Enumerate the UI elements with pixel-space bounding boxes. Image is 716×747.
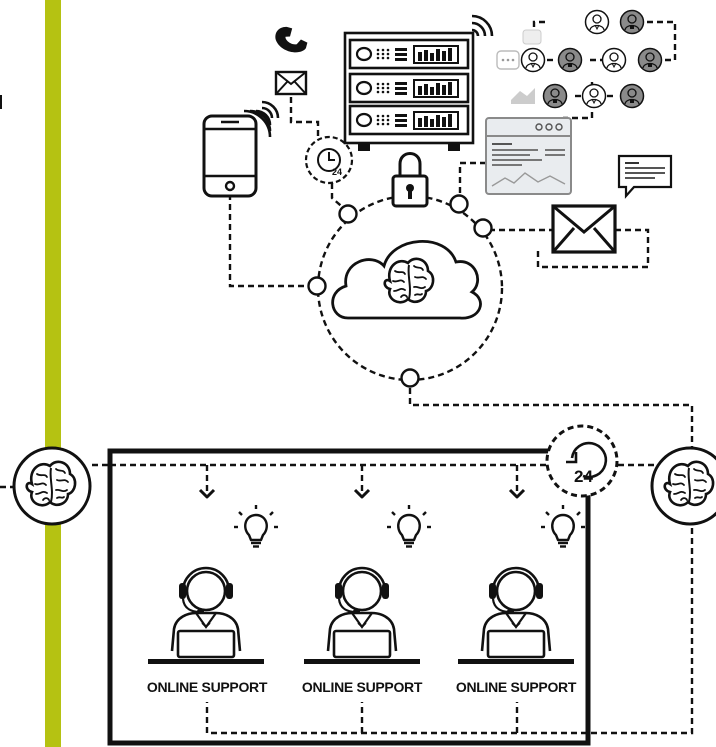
support-agent-1: ONLINE SUPPORT: [146, 503, 280, 695]
cloud-brain-icon: [331, 240, 482, 320]
agent-label-1: ONLINE SUPPORT: [147, 679, 268, 695]
accent-bar: [45, 0, 61, 747]
support-agent-icon: [146, 566, 266, 666]
phone-icon: [275, 26, 308, 53]
padlock-icon: [391, 152, 429, 208]
lightbulb-icon: [539, 503, 587, 548]
lightbulb-icon: [385, 503, 433, 548]
support-agent-icon: [456, 566, 576, 666]
clock-24-label: 24: [574, 467, 593, 486]
envelope-large-icon: [551, 204, 617, 254]
people-network-icon: [496, 9, 663, 109]
agent-label-3: ONLINE SUPPORT: [456, 679, 577, 695]
server-wifi-icon: [471, 14, 494, 37]
support-center-box: [107, 448, 591, 746]
wifi-signal-icon: [261, 100, 280, 119]
smartphone-icon: [202, 114, 258, 198]
envelope-icon: [274, 70, 308, 96]
support-agent-2: ONLINE SUPPORT: [302, 503, 433, 695]
arrows: [198, 488, 526, 499]
svg-text:24: 24: [332, 167, 342, 177]
clock-small-icon: 24: [304, 135, 354, 185]
support-agent-icon: [302, 566, 422, 666]
support-agent-3: ONLINE SUPPORT: [456, 503, 587, 695]
brain-left-icon: [12, 446, 92, 526]
browser-window-icon: [485, 117, 572, 195]
agent-label-2: ONLINE SUPPORT: [302, 679, 423, 695]
lightbulb-icon: [232, 503, 280, 548]
chat-bubble-icon: [617, 154, 673, 199]
connector-nodes: [307, 194, 493, 388]
brain-right-icon: [650, 446, 716, 526]
clock-24-icon: 24: [545, 424, 619, 498]
edge-mark: [0, 95, 2, 109]
server-rack-icon: [343, 31, 475, 151]
